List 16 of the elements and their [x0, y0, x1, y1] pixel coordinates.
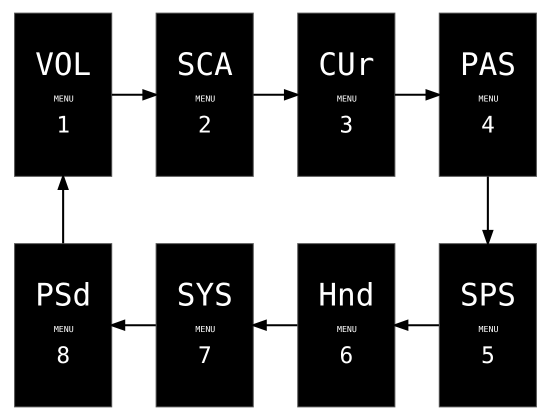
node-box: SYS MENU 7 — [155, 242, 254, 407]
arrow — [56, 172, 68, 243]
arrow — [391, 318, 438, 331]
arrow — [111, 88, 158, 100]
node-box: SCA MENU 2 — [155, 12, 254, 176]
node-box: VOL MENU 1 — [14, 12, 112, 176]
arrow — [250, 318, 297, 331]
arrow — [394, 88, 442, 100]
node-box: SPS MENU 5 — [438, 242, 536, 407]
arrow — [252, 88, 300, 100]
node-box: PSd MENU 8 — [14, 242, 112, 407]
arrow — [108, 318, 156, 331]
arrow — [482, 176, 494, 246]
node-box: Hnd MENU 6 — [296, 242, 395, 407]
node-box: PAS MENU 4 — [438, 12, 536, 176]
node-box: CUr MENU 3 — [296, 12, 395, 176]
